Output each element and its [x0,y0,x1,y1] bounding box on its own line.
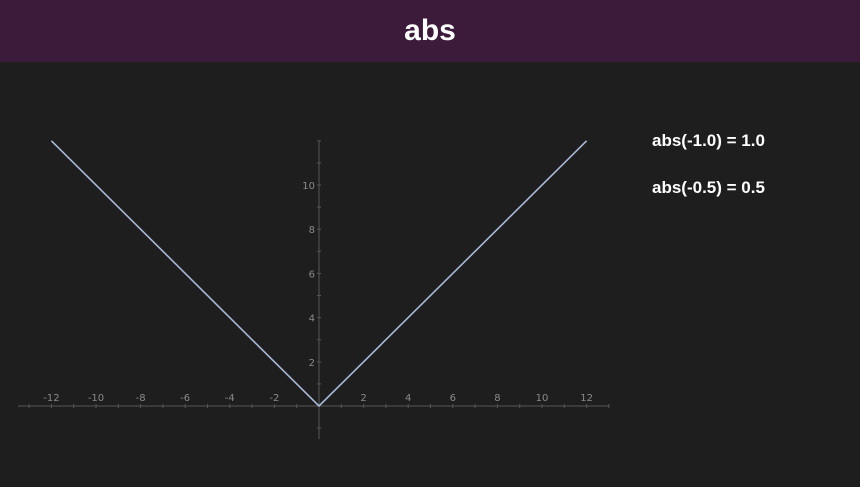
y-tick-label: 2 [309,358,315,369]
x-tick-label: 2 [360,393,366,404]
x-tick-label: -6 [180,393,190,404]
readout-panel: abs(-1.0) = 1.0 abs(-0.5) = 0.5 [652,128,765,222]
x-tick-label: -10 [88,393,104,404]
header-bar: abs [0,0,860,62]
x-tick-label: -8 [136,393,146,404]
y-tick-label: 4 [309,314,315,325]
x-tick-label: -2 [269,393,279,404]
x-tick-label: -4 [225,393,235,404]
y-tick-label: 8 [309,225,315,236]
x-tick-label: 10 [536,393,549,404]
readout-abs-neg-one: abs(-1.0) = 1.0 [652,131,765,150]
readout-abs-neg-half: abs(-0.5) = 0.5 [652,178,765,197]
x-tick-label: 12 [580,393,593,404]
x-tick-label: 6 [450,393,456,404]
x-tick-label: 4 [405,393,411,404]
x-tick-label: -12 [43,393,59,404]
y-tick-label: 10 [302,181,315,192]
page-title: abs [404,14,456,47]
x-tick-label: 8 [494,393,500,404]
y-tick-label: 6 [309,269,315,280]
abs-curve [50,140,588,408]
